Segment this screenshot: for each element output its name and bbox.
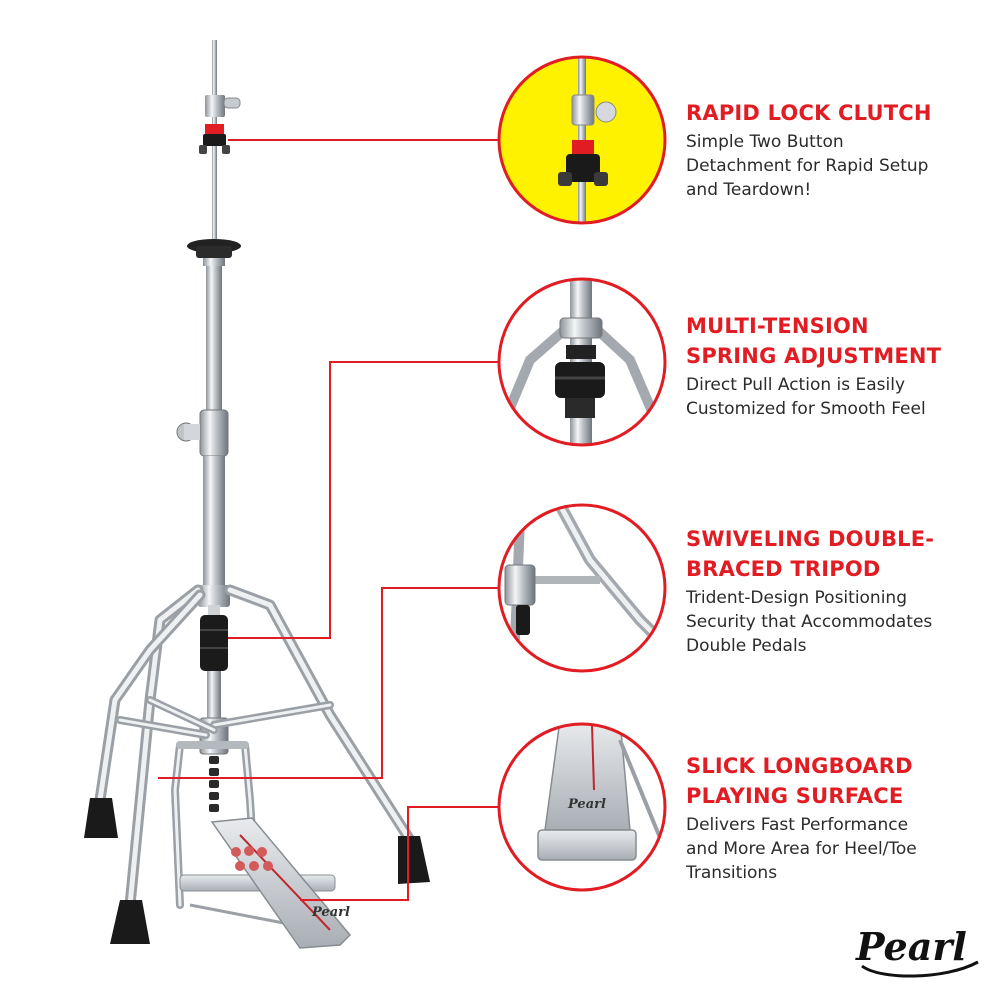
hi-hat-stand: Pearl (84, 40, 430, 949)
feature-slick-longboard: SLICK LONGBOARD PLAYING SURFACE Delivers… (686, 751, 986, 885)
height-clamp (176, 409, 229, 457)
pedal-chain (209, 756, 219, 812)
rapid-lock-clutch (199, 95, 241, 154)
detail-circle-spring (497, 277, 667, 447)
spring-tension (200, 605, 228, 671)
feature-title: SWIVELING DOUBLE- BRACED TRIPOD (686, 527, 935, 581)
lower-tube (203, 456, 225, 596)
feature-title: MULTI-TENSION SPRING ADJUSTMENT (686, 314, 942, 368)
brand-logo-text: Pearl (855, 924, 967, 969)
feature-description: Direct Pull Action is Easily Customized … (686, 375, 926, 419)
detail-circle-clutch (497, 55, 667, 225)
feature-swiveling-tripod: SWIVELING DOUBLE- BRACED TRIPOD Trident-… (686, 524, 986, 658)
rubber-feet (84, 798, 430, 944)
longboard-footboard: Pearl (210, 817, 352, 949)
feature-description: Simple Two Button Detachment for Rapid S… (686, 132, 929, 200)
feature-title: RAPID LOCK CLUTCH (686, 101, 932, 125)
feature-description: Delivers Fast Performance and More Area … (686, 815, 917, 883)
feature-title: SLICK LONGBOARD PLAYING SURFACE (686, 754, 913, 808)
feature-rapid-lock-clutch: RAPID LOCK CLUTCH Simple Two Button Deta… (686, 98, 986, 202)
detail-circle-tripod (497, 503, 667, 673)
detail-circle-footboard: Pearl (497, 722, 667, 892)
cymbal-seat (187, 239, 241, 266)
pedal-logo: Pearl (311, 905, 350, 920)
feature-description: Trident-Design Positioning Security that… (686, 588, 933, 656)
callout-lines (158, 139, 499, 901)
feature-multi-tension-spring: MULTI-TENSION SPRING ADJUSTMENT Direct P… (686, 311, 986, 421)
footboard-logo: Pearl (567, 797, 606, 812)
pearl-brand-logo: Pearl (855, 924, 979, 978)
upper-tube (206, 266, 222, 426)
